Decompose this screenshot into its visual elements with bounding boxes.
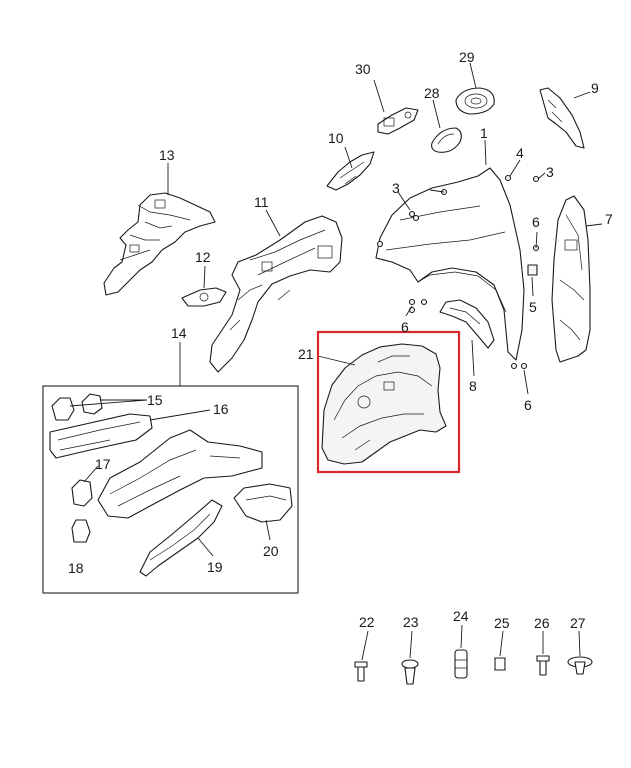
- callout-3[interactable]: 3: [546, 164, 554, 180]
- part-24-clip[interactable]: [454, 649, 468, 679]
- callout-26[interactable]: 26: [534, 615, 550, 631]
- part-28-fuel-door[interactable]: [431, 127, 462, 153]
- fastener-6-c[interactable]: [420, 298, 428, 306]
- callout-18[interactable]: 18: [68, 560, 84, 576]
- callouts: 1 3 3 4 5 6 6 6 7 8 9 10 11 12 13 14 15 …: [68, 49, 613, 631]
- part-11-front-rail[interactable]: [209, 215, 343, 373]
- part-21-wheelhouse-liner[interactable]: [321, 343, 447, 465]
- callout-29[interactable]: 29: [459, 49, 475, 65]
- callout-23[interactable]: 23: [403, 614, 419, 630]
- part-19-lower-rail[interactable]: [139, 499, 223, 577]
- callout-27[interactable]: 27: [570, 615, 586, 631]
- part-25-nut[interactable]: [494, 657, 506, 671]
- part-23-push-pin[interactable]: [401, 659, 419, 685]
- part-9-fender-trim[interactable]: [539, 87, 585, 149]
- fastener-5-clip[interactable]: [527, 264, 538, 276]
- callout-7[interactable]: 7: [605, 211, 613, 227]
- callout-5[interactable]: 5: [529, 299, 537, 315]
- fastener-3-c[interactable]: [412, 214, 420, 222]
- fastener-6-b[interactable]: [408, 298, 416, 306]
- part-30-latch-bracket[interactable]: [377, 107, 419, 135]
- fastener-4[interactable]: [504, 174, 512, 182]
- callout-6[interactable]: 6: [524, 397, 532, 413]
- fastener-6-f[interactable]: [520, 362, 528, 370]
- part-7-side-panel[interactable]: [551, 195, 591, 363]
- callout-12[interactable]: 12: [195, 249, 211, 265]
- part-14-rail-assembly[interactable]: [97, 429, 263, 519]
- part-15-brackets[interactable]: [51, 393, 103, 421]
- leader-lines: [69, 62, 603, 661]
- part-20-bracket[interactable]: [233, 483, 293, 523]
- callout-30[interactable]: 30: [355, 61, 371, 77]
- part-13-shock-tower-bracket[interactable]: [103, 192, 216, 296]
- part-26-screw[interactable]: [536, 655, 550, 676]
- part-17-bracket[interactable]: [71, 479, 93, 507]
- part-12-bracket[interactable]: [181, 287, 227, 307]
- callout-17[interactable]: 17: [95, 456, 111, 472]
- fastener-6-e[interactable]: [510, 362, 518, 370]
- callout-24[interactable]: 24: [453, 608, 469, 624]
- part-8-splash-shield[interactable]: [439, 299, 495, 349]
- part-18-bracket[interactable]: [71, 519, 91, 543]
- callout-25[interactable]: 25: [494, 615, 510, 631]
- callout-20[interactable]: 20: [263, 543, 279, 559]
- part-10-bracket[interactable]: [326, 151, 375, 191]
- fastener-3-b[interactable]: [408, 210, 416, 218]
- callout-10[interactable]: 10: [328, 130, 344, 146]
- callout-4[interactable]: 4: [516, 145, 524, 161]
- callout-15[interactable]: 15: [147, 392, 163, 408]
- part-29-fuel-housing[interactable]: [455, 87, 495, 115]
- highlight-box-part-21: [316, 330, 461, 474]
- callout-21[interactable]: 21: [298, 346, 314, 362]
- callout-13[interactable]: 13: [159, 147, 175, 163]
- fastener-3-e[interactable]: [532, 175, 540, 183]
- callout-28[interactable]: 28: [424, 85, 440, 101]
- callout-14[interactable]: 14: [171, 325, 187, 341]
- fastener-3-d[interactable]: [376, 240, 384, 248]
- callout-3[interactable]: 3: [392, 180, 400, 196]
- part-16-rail[interactable]: [49, 413, 153, 459]
- callout-6[interactable]: 6: [401, 319, 409, 335]
- callout-19[interactable]: 19: [207, 559, 223, 575]
- part-22-bolt[interactable]: [354, 661, 368, 682]
- callout-16[interactable]: 16: [213, 401, 229, 417]
- part-27-retainer[interactable]: [567, 656, 593, 675]
- callout-8[interactable]: 8: [469, 378, 477, 394]
- callout-11[interactable]: 11: [254, 194, 269, 210]
- callout-6[interactable]: 6: [532, 214, 540, 230]
- callout-22[interactable]: 22: [359, 614, 375, 630]
- group-14-frame: [42, 385, 299, 594]
- callout-1[interactable]: 1: [480, 125, 488, 141]
- callout-9[interactable]: 9: [591, 80, 599, 96]
